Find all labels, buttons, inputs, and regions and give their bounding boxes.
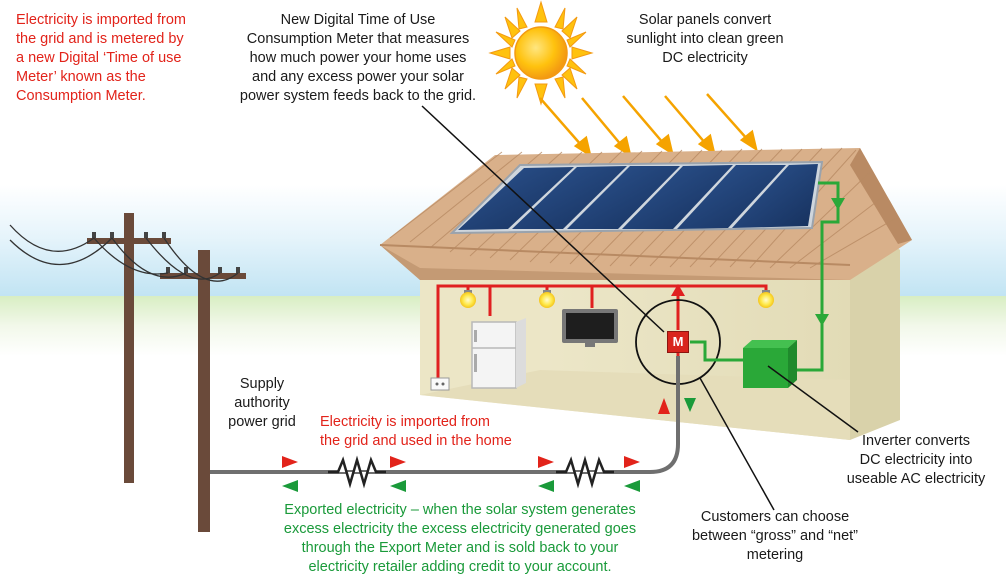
refrigerator (471, 318, 526, 389)
label-line: useable AC electricity (846, 471, 986, 487)
label-line: power system feeds back to the grid. (239, 88, 477, 104)
label-line: Meter’ known as the (16, 69, 146, 85)
sunlight-rays (539, 93, 758, 158)
label-line: Exported electricity – when the solar sy… (284, 502, 636, 518)
label-line: Electricity is imported from (16, 12, 187, 28)
dc-flow-arrows (815, 198, 845, 326)
inverter-label: Inverter converts DC electricity into us… (834, 432, 998, 489)
label-line: Consumption Meter that measures (246, 31, 470, 47)
grid-import-meter-label: Electricity is imported from the grid an… (16, 11, 186, 106)
exported-label: Exported electricity – when the solar sy… (270, 501, 650, 577)
label-line: electricity retailer adding credit to yo… (308, 559, 612, 575)
leader-lines (421, 105, 859, 511)
label-line: metering (746, 547, 804, 563)
imported-home-label: Electricity is imported from the grid an… (320, 413, 512, 451)
label-line: sunlight into clean green (626, 31, 784, 47)
label-line: authority (234, 395, 290, 411)
inverter-ac-line (690, 340, 743, 362)
solar-panels-label: Solar panels convert sunlight into clean… (610, 11, 800, 68)
meter-resistors (328, 455, 614, 489)
meter-box: M (667, 331, 689, 353)
digital-meter-label: New Digital Time of Use Consumption Mete… (230, 11, 486, 106)
light-bulbs (460, 290, 774, 308)
dc-wiring (797, 181, 840, 372)
label-line: New Digital Time of Use (280, 12, 436, 28)
label-line: excess electricity the excess electricit… (283, 521, 637, 537)
inverter-box (743, 340, 797, 388)
label-line: the grid and used in the home (320, 433, 512, 449)
label-line: Consumption Meter. (16, 88, 146, 104)
label-line: and any excess power your solar (252, 69, 464, 85)
customers-choice-label: Customers can choose between “gross” and… (680, 508, 870, 565)
label-line: Customers can choose (700, 509, 850, 525)
power-lines (9, 224, 239, 282)
label-line: Supply (239, 376, 285, 392)
label-line: DC electricity into (859, 452, 973, 468)
label-line: Inverter converts (862, 433, 970, 449)
label-line: how much power your home uses (249, 50, 467, 66)
label-line: Solar panels convert (638, 12, 772, 28)
label-line: DC electricity (662, 50, 748, 66)
grid-cable (210, 356, 680, 474)
supply-grid-label: Supply authority power grid (214, 375, 310, 432)
solar-panels (449, 160, 824, 235)
label-line: Electricity is imported from (320, 414, 491, 430)
power-outlet (430, 377, 450, 391)
export-flow-arrows (282, 398, 696, 492)
sun-icon (488, 0, 594, 106)
power-poles (87, 213, 246, 532)
label-line: a new Digital ‘Time of use (16, 50, 182, 66)
label-line: through the Export Meter and is sold bac… (301, 540, 619, 556)
label-line: the grid and is metered by (16, 31, 184, 47)
label-line: between “gross” and “net” (691, 528, 859, 544)
television (562, 309, 618, 347)
meter-letter: M (672, 334, 684, 349)
import-flow-arrows (282, 398, 670, 468)
label-line: power grid (228, 414, 296, 430)
